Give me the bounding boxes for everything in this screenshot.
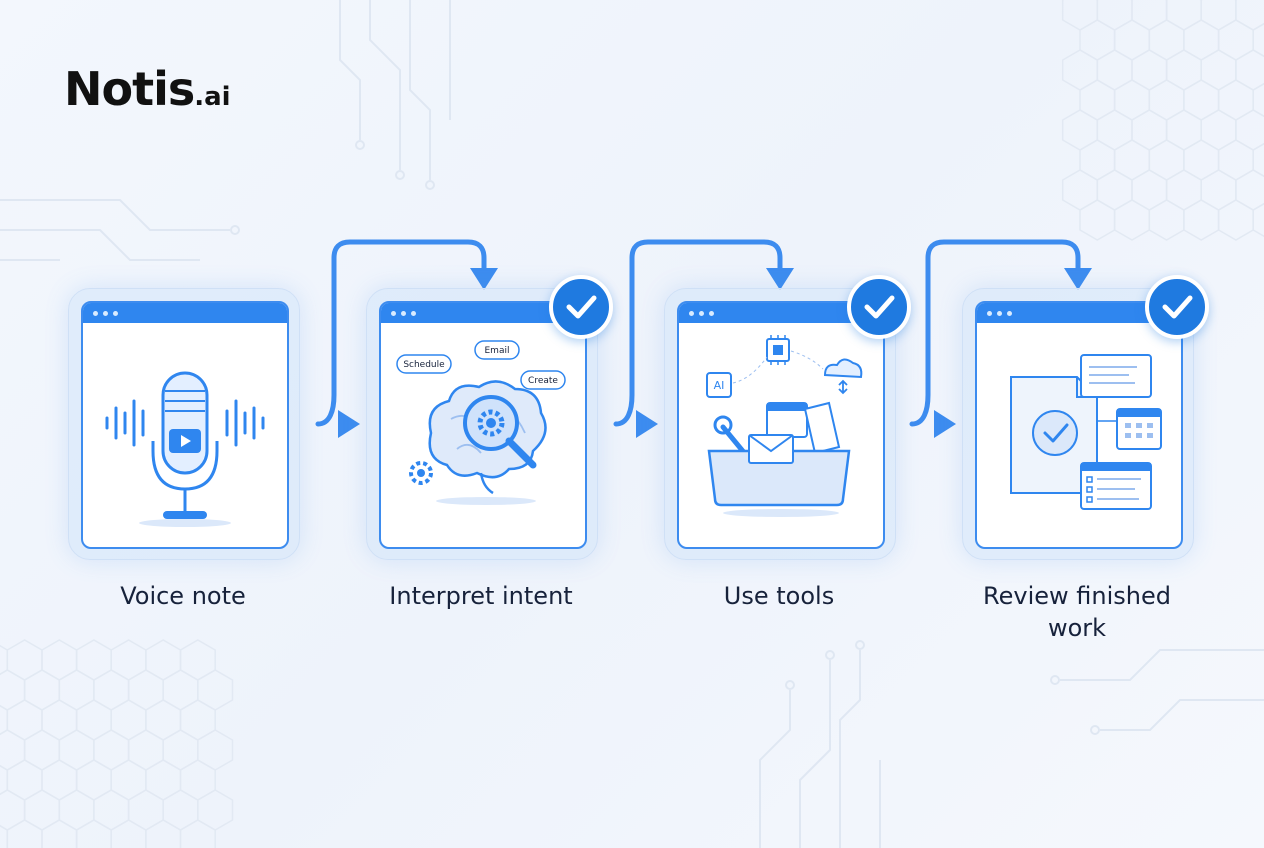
step-label-voice-note: Voice note (120, 582, 246, 610)
window-titlebar (83, 303, 287, 323)
check-badge-icon (549, 275, 613, 339)
window-titlebar (977, 303, 1181, 323)
bubble-create: Create (528, 376, 558, 386)
toolbox-icon: AI (706, 335, 863, 517)
window-titlebar (381, 303, 585, 323)
check-badge-icon (847, 275, 911, 339)
microphone-icon (105, 371, 265, 527)
step-card-interpret-intent: Schedule Email Create (366, 275, 613, 560)
bubble-email: Email (485, 346, 510, 356)
check-badge-icon (1145, 275, 1209, 339)
window-titlebar (679, 303, 883, 323)
step-label-interpret-intent: Interpret intent (389, 582, 573, 610)
step-card-use-tools: AI (664, 275, 911, 560)
step-card-voice-note (68, 288, 300, 560)
step-label-use-tools: Use tools (723, 582, 835, 610)
brand-name: Notis (64, 62, 195, 116)
bubble-schedule: Schedule (403, 360, 445, 370)
connector-1 (297, 239, 487, 427)
step-label-review-finished-work: Review finished work (983, 582, 1171, 642)
brand-logo: Notis.ai (64, 62, 231, 116)
connector-2 (595, 239, 783, 427)
connector-3 (891, 239, 1081, 427)
brain-search-icon: Schedule Email Create (396, 340, 566, 505)
chip-label: AI (714, 379, 725, 392)
document-check-icon (1010, 354, 1162, 510)
step-card-review-finished-work (962, 275, 1209, 560)
brand-suffix: .ai (194, 82, 231, 112)
